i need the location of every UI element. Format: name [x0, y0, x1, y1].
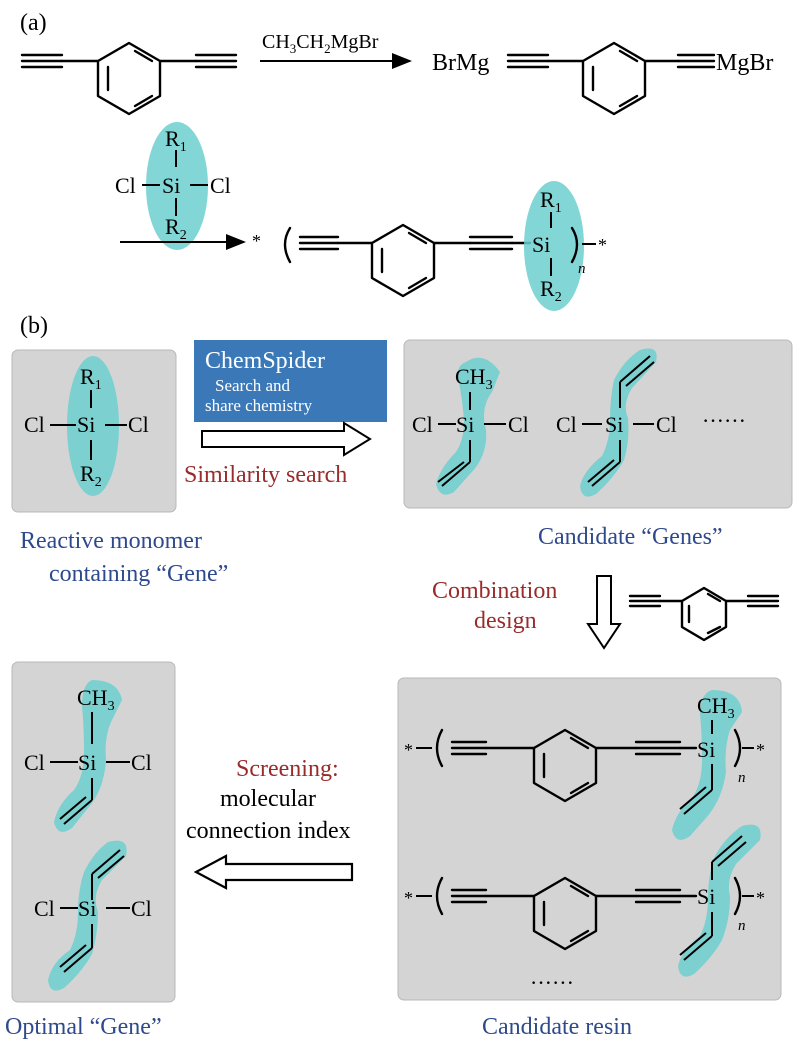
svg-text:Si: Si — [697, 737, 715, 762]
svg-text:Si: Si — [532, 232, 550, 257]
svg-text:Cl: Cl — [131, 750, 152, 775]
svg-text:Si: Si — [78, 896, 96, 921]
reagent-label: CH3CH2MgBr — [262, 31, 379, 56]
candidate-resin-panel: * CH3 Si n * * Si — [397, 677, 782, 1001]
mgbr-right: MgBr — [716, 50, 773, 76]
chemspider-box: ChemSpider Search and share chemistry — [194, 340, 387, 422]
optimal-gene-panel: CH3 Cl Si Cl Cl Si Cl — [11, 661, 176, 1003]
reactive-monomer-panel: R1 Cl Si Cl R2 — [11, 349, 177, 513]
similarity-search-label: Similarity search — [184, 462, 347, 488]
chemspider-sub2: share chemistry — [205, 396, 313, 415]
combination-arrow — [586, 575, 622, 650]
chemspider-sub1: Search and — [215, 376, 291, 395]
svg-text:Cl: Cl — [556, 412, 577, 437]
screening-label-2: molecular — [220, 786, 316, 812]
svg-text:Si: Si — [697, 884, 715, 909]
svg-text:R1: R1 — [540, 187, 562, 216]
genes-ellipsis: ······ — [702, 408, 746, 433]
svg-text:Cl: Cl — [131, 896, 152, 921]
svg-text:Cl: Cl — [210, 173, 231, 198]
svg-text:*: * — [756, 740, 765, 760]
svg-text:Cl: Cl — [115, 173, 136, 198]
diethynylbenzene-small — [628, 586, 780, 642]
panel-a-label: (a) — [20, 10, 47, 36]
svg-text:Si: Si — [78, 750, 96, 775]
svg-text:n: n — [738, 918, 746, 934]
svg-text:Cl: Cl — [412, 412, 433, 437]
svg-text:*: * — [404, 740, 413, 760]
dichlorosilane-monomer: R1 Cl Si Cl R2 — [115, 122, 231, 250]
svg-text:Cl: Cl — [24, 750, 45, 775]
screening-arrow — [193, 854, 354, 890]
similarity-arrow — [201, 421, 372, 457]
svg-text:n: n — [738, 770, 746, 786]
svg-text:n: n — [578, 261, 586, 277]
svg-text:Cl: Cl — [24, 412, 45, 437]
reactive-monomer-caption-2: containing “Gene” — [49, 561, 228, 587]
polymer-product: * R1 Si R2 n * — [252, 181, 607, 311]
svg-text:*: * — [598, 235, 607, 255]
candidate-genes-caption: Candidate “Genes” — [538, 524, 723, 550]
resin-ellipsis: ······ — [530, 970, 574, 995]
svg-text:Si: Si — [456, 412, 474, 437]
screening-label-1: Screening: — [236, 756, 339, 782]
svg-text:Cl: Cl — [508, 412, 529, 437]
candidate-genes-panel: CH3 Cl Si Cl Cl Si Cl ······ — [403, 339, 793, 509]
brmg-left: BrMg — [432, 50, 489, 76]
svg-text:Cl: Cl — [656, 412, 677, 437]
svg-text:R2: R2 — [80, 461, 102, 490]
panel-b-label: (b) — [20, 313, 48, 339]
svg-text:Si: Si — [162, 173, 180, 198]
svg-text:Cl: Cl — [34, 896, 55, 921]
svg-text:*: * — [252, 231, 261, 251]
svg-text:R2: R2 — [165, 214, 187, 243]
svg-text:R2: R2 — [540, 276, 562, 305]
chemspider-title: ChemSpider — [205, 348, 325, 374]
optimal-gene-caption: Optimal “Gene” — [5, 1014, 162, 1040]
svg-text:R1: R1 — [80, 364, 102, 393]
svg-text:R1: R1 — [165, 126, 187, 155]
grignard-arrow: CH3CH2MgBr — [260, 31, 412, 69]
svg-text:Si: Si — [605, 412, 623, 437]
svg-text:*: * — [404, 888, 413, 908]
candidate-resin-caption: Candidate resin — [482, 1014, 632, 1040]
screening-label-3: connection index — [186, 818, 351, 844]
diethynylbenzene-reactant — [20, 41, 238, 116]
reactive-monomer-caption-1: Reactive monomer — [20, 528, 202, 554]
combination-label-2: design — [474, 608, 537, 634]
gene-highlight — [146, 122, 208, 250]
combination-label-1: Combination — [432, 578, 557, 604]
grignard-product: BrMg MgBr — [432, 41, 773, 116]
svg-text:Cl: Cl — [128, 412, 149, 437]
svg-text:CH3: CH3 — [697, 693, 735, 722]
svg-text:CH3: CH3 — [455, 364, 493, 393]
svg-text:*: * — [756, 888, 765, 908]
svg-text:Si: Si — [77, 412, 95, 437]
svg-text:CH3: CH3 — [77, 685, 115, 714]
